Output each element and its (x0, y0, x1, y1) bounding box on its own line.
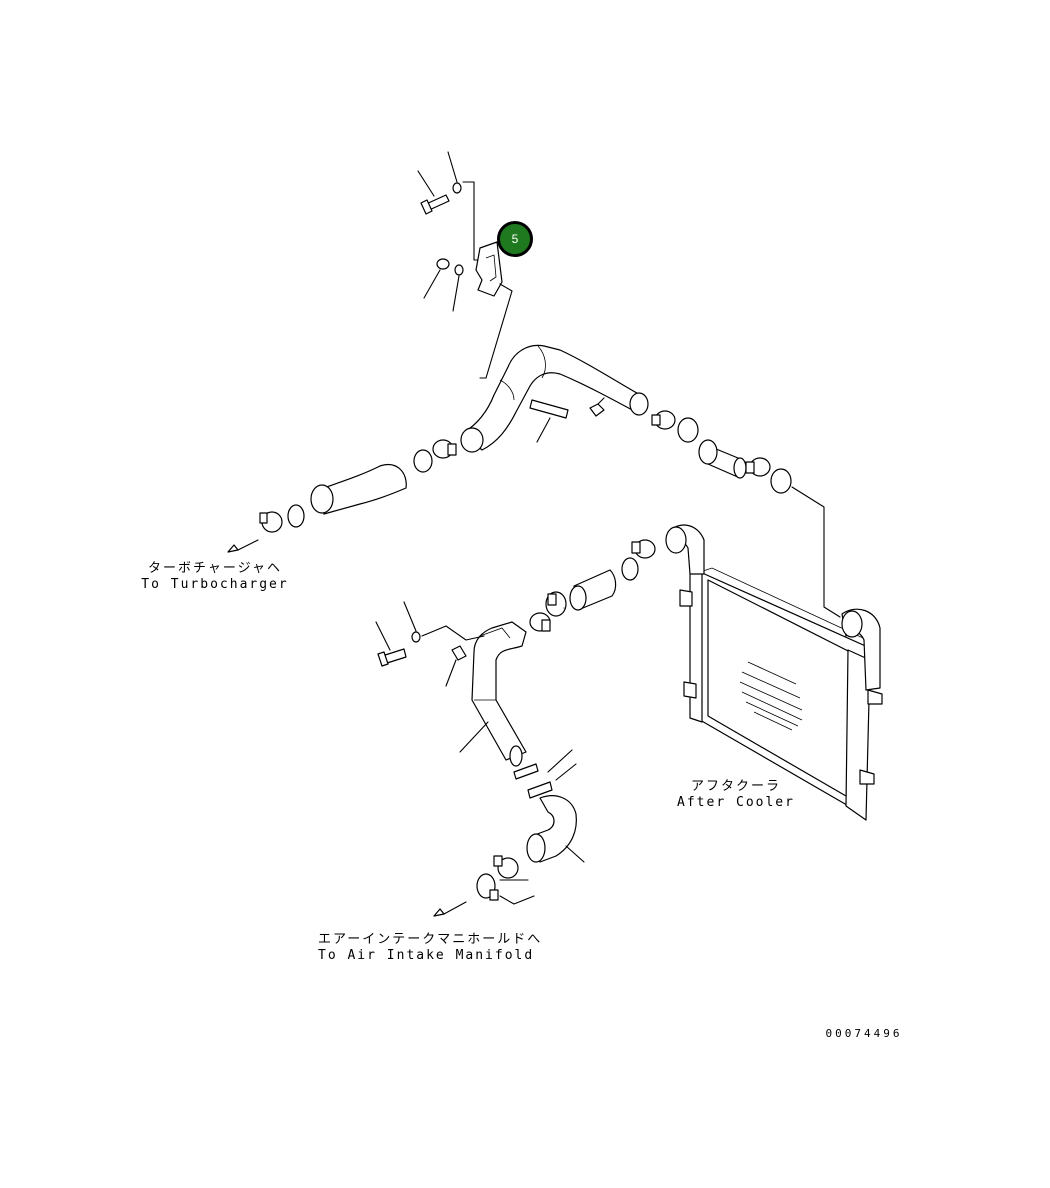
turbo-label-jp: ターボチャージャヘ (148, 561, 282, 576)
callout-number: 5 (511, 232, 519, 246)
aftercooler-label-jp: アフタクーラ (690, 779, 781, 794)
callout-marker[interactable]: 5 (497, 221, 533, 257)
upper-stud (529, 399, 569, 443)
lower-hose-set (529, 539, 656, 632)
bracket-assembly (417, 151, 513, 379)
upper-plug (589, 397, 605, 417)
manifold-label-en: To Air Intake Manifold (318, 948, 535, 963)
bracket-washer (452, 182, 462, 194)
turbo-hose-set (227, 439, 457, 553)
aftercooler-core (665, 524, 883, 821)
lower-elbow-hose (433, 795, 585, 917)
lower-air-tube (459, 621, 527, 767)
turbo-label: ターボチャージャヘ To Turbocharger (140, 561, 290, 593)
upper-air-tube (460, 344, 649, 453)
upper-right-hose-set (651, 410, 841, 618)
turbo-label-en: To Turbocharger (141, 577, 289, 592)
manifold-label-jp: エアーインテークマニホールドへ (318, 932, 543, 947)
aftercooler-label-en: After Cooler (677, 795, 795, 810)
drawing-number: 00074496 (825, 1027, 903, 1040)
bracket (475, 241, 503, 297)
manifold-label: エアーインテークマニホールドへ To Air Intake Manifold (318, 932, 543, 964)
aftercooler-label: アフタクーラ After Cooler (676, 779, 796, 811)
lower-studs (513, 749, 577, 799)
bracket-bolt (420, 194, 450, 215)
bracket-washer-2 (454, 264, 464, 276)
bracket-nut (436, 258, 450, 270)
lower-bolt-set (375, 601, 485, 687)
